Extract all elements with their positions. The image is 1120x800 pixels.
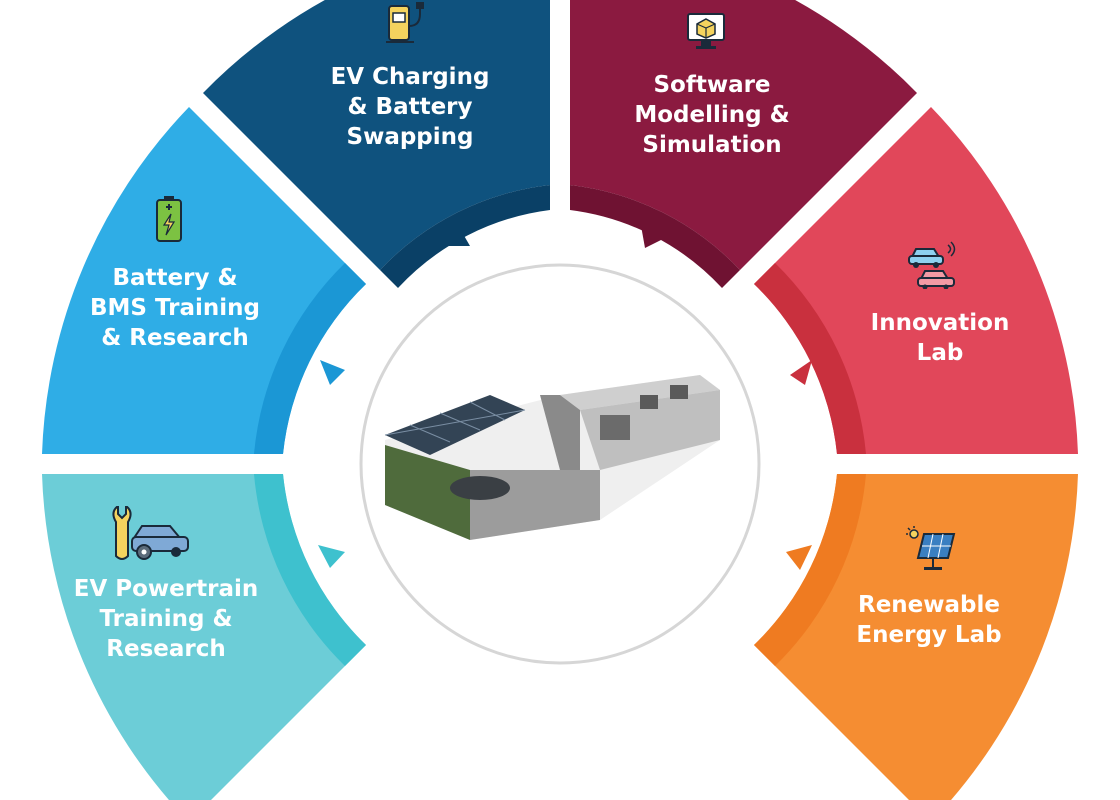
segment-label-line: Research [106,636,226,662]
segment-software-band [570,0,917,270]
notch-top-right [640,220,665,248]
segment-renewable-label: Renewable Energy Lab [856,590,1001,650]
segment-label-line: Renewable [857,592,1000,618]
segment-ev-charging-shade [380,185,550,288]
segment-label-line: Simulation [642,132,782,158]
segment-innovation-label: Innovation Lab [871,308,1010,368]
notch-left-lower [318,545,345,568]
segment-label-line: Lab [916,340,964,366]
segment-renewable [754,474,1078,800]
segment-innovation-shade [754,263,866,454]
segment-powertrain-shade [254,474,366,666]
segment-renewable-shade [754,474,866,666]
battery-icon [156,196,182,242]
segment-label-line: EV Charging [330,64,490,90]
segment-label-line: Software [653,72,771,98]
notch-right [790,360,812,385]
notch-right-lower [786,545,812,570]
notch-top-left [440,220,470,246]
ev-charger-icon [386,2,424,43]
segment-innovation [754,107,1078,454]
segment-battery-label: Battery & BMS Training & Research [90,263,260,353]
segment-software-label: Software Modelling & Simulation [634,70,789,160]
segment-label-line: Training & [99,606,233,632]
segment-ev-charging-band [203,0,550,270]
segment-label-line: EV Powertrain [73,576,259,602]
segment-label-line: Modelling & [634,102,790,128]
connected-cars-icon [908,241,956,289]
computer-cube-icon [687,13,725,49]
segment-label-line: Energy Lab [856,622,1002,648]
solar-panel-icon [906,526,956,570]
segment-battery-shade [254,263,366,454]
segment-ev-charging-label: EV Charging & Battery Swapping [331,62,490,152]
segment-label-line: Swapping [346,124,474,150]
notch-left [320,360,345,385]
segment-powertrain-label: EV Powertrain Training & Research [74,574,258,664]
segment-label-line: & Battery [347,94,473,120]
segment-label-line: Innovation [870,310,1010,336]
segment-ev-charging [203,0,550,288]
segment-label-line: & Research [101,325,249,351]
ev-lab-model-image [384,375,720,540]
segment-label-line: BMS Training [90,295,260,321]
wrench-car-icon [112,506,189,560]
segment-battery [42,107,366,454]
segment-label-line: Battery & [112,265,238,291]
